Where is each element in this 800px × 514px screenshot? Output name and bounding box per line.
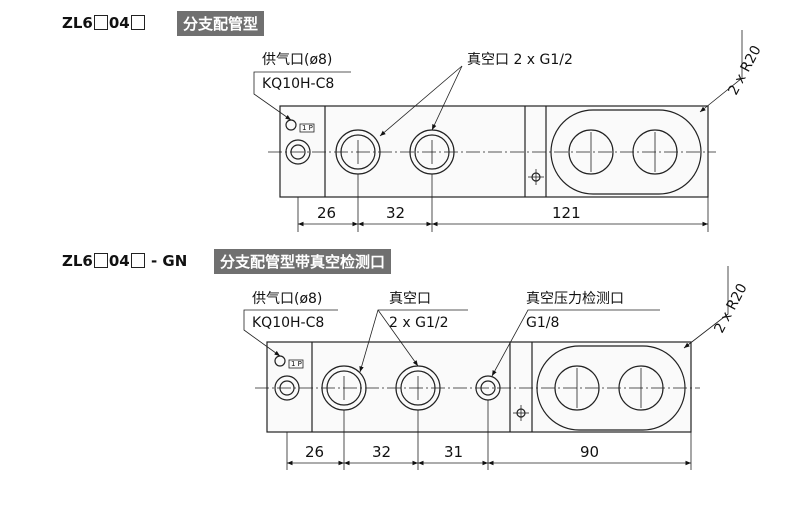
supply-label: 供气口(ø8) <box>262 52 332 68</box>
block-body <box>279 105 709 198</box>
mini-label-box <box>288 359 304 369</box>
dimension-32: 32 <box>372 443 391 461</box>
vacuum-port-1-inner <box>326 370 362 406</box>
supply-port-inner <box>279 380 295 396</box>
supply-part-number: KQ10H-C8 <box>252 315 324 331</box>
gauge-port-spec: G1/8 <box>526 315 559 331</box>
model-prefix: ZL6 <box>62 14 93 32</box>
supply-port-outer <box>274 375 300 401</box>
model-mid: 04 <box>108 252 130 270</box>
suction-pad-slot <box>536 345 686 431</box>
diagram1-type-tag: 分支配管型 <box>177 11 265 36</box>
vacuum-port-label: 真空口 2 x G1/2 <box>467 52 573 68</box>
model-prefix: ZL6 <box>62 252 93 270</box>
pad-hole-1 <box>554 365 600 411</box>
dimension-90: 90 <box>580 443 599 461</box>
diagram2-type-tag: 分支配管型带真空检测口 <box>214 249 392 274</box>
radius-label: 2 x R20 <box>725 43 764 98</box>
mini-label-box <box>299 123 315 133</box>
mini-label: 1 P <box>302 124 313 132</box>
vacuum-port-label: 真空口 <box>389 291 431 307</box>
model-placeholder-box <box>130 253 145 268</box>
supply-port-outer <box>285 139 311 165</box>
vacuum-port-1-inner <box>340 134 376 170</box>
vacuum-port-2-inner <box>400 370 436 406</box>
diagram1-drawing <box>253 30 743 232</box>
diagram1-model-title: ZL6 04 <box>62 14 146 32</box>
pad-hole-2 <box>632 129 678 175</box>
supply-port-inner <box>290 144 306 160</box>
model-placeholder-box <box>93 253 108 268</box>
model-mid: 04 <box>108 14 130 32</box>
dimension-121: 121 <box>552 204 581 222</box>
supply-label: 供气口(ø8) <box>252 291 322 307</box>
dimension-32: 32 <box>386 204 405 222</box>
dimension-31: 31 <box>444 443 463 461</box>
vacuum-port-spec: 2 x G1/2 <box>389 315 448 331</box>
model-suffix: - GN <box>150 252 188 270</box>
diagram2-drawing <box>243 266 729 470</box>
model-placeholder-box <box>130 15 145 30</box>
supply-part-number: KQ10H-C8 <box>262 76 334 92</box>
pad-hole-2 <box>618 365 664 411</box>
dimension-26: 26 <box>317 204 336 222</box>
mini-label: 1 P <box>291 360 302 368</box>
model-placeholder-box <box>93 15 108 30</box>
suction-pad-slot <box>550 109 702 195</box>
gauge-port-inner <box>480 380 496 396</box>
dimension-26: 26 <box>305 443 324 461</box>
radius-label: 2 x R20 <box>711 281 750 336</box>
pad-hole-1 <box>568 129 614 175</box>
vacuum-port-2-inner <box>414 134 450 170</box>
diagram2-model-title: ZL6 04 - GN <box>62 252 187 270</box>
gauge-port-label: 真空压力检测口 <box>526 291 624 307</box>
block-body <box>266 341 692 433</box>
